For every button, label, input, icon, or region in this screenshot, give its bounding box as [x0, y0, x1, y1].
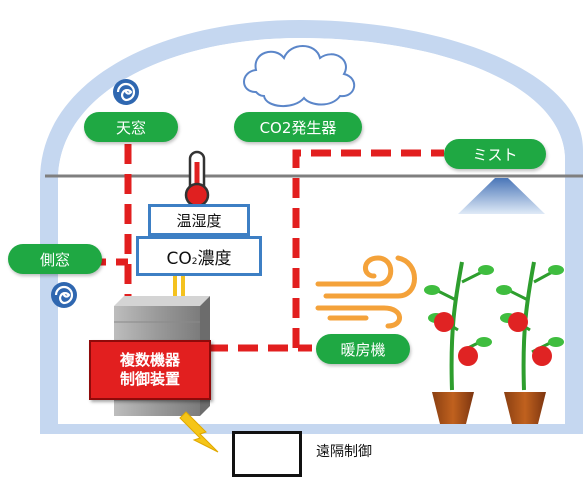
thermometer-icon: [184, 150, 210, 208]
greenhouse-floor: [40, 424, 583, 434]
label-co2-generator: CO2発生器: [234, 112, 362, 142]
label-tenmado: 天窓: [84, 112, 178, 142]
tomato-plant-left: [424, 261, 494, 424]
label-sokumado: 側窓: [8, 244, 102, 274]
controller-label-line2: 制御装置: [119, 370, 180, 388]
sensor-co2: CO2濃度: [136, 236, 262, 276]
cloud-icon: [243, 45, 355, 107]
sensor-co2-label: CO2濃度: [166, 248, 232, 269]
label-heater: 暖房機: [316, 334, 410, 364]
heater-wind-icon: [315, 255, 417, 329]
tomato-plant-right: [496, 261, 564, 424]
sensor-temp-humidity-label: 温湿度: [176, 211, 222, 230]
sensor-temp-humidity: 温湿度: [148, 204, 250, 236]
label-mist: ミスト: [444, 139, 546, 169]
swirl-icon-side: [51, 282, 77, 308]
remote-terminal: [232, 431, 302, 477]
label-remote-control: 遠隔制御: [316, 444, 372, 460]
lightning-icon: [179, 411, 219, 453]
multi-device-controller: 複数機器 制御装置: [89, 340, 211, 400]
swirl-icon-top: [113, 79, 139, 105]
mist-nozzle: [458, 178, 545, 214]
controller-label-line1: 複数機器: [119, 351, 180, 369]
